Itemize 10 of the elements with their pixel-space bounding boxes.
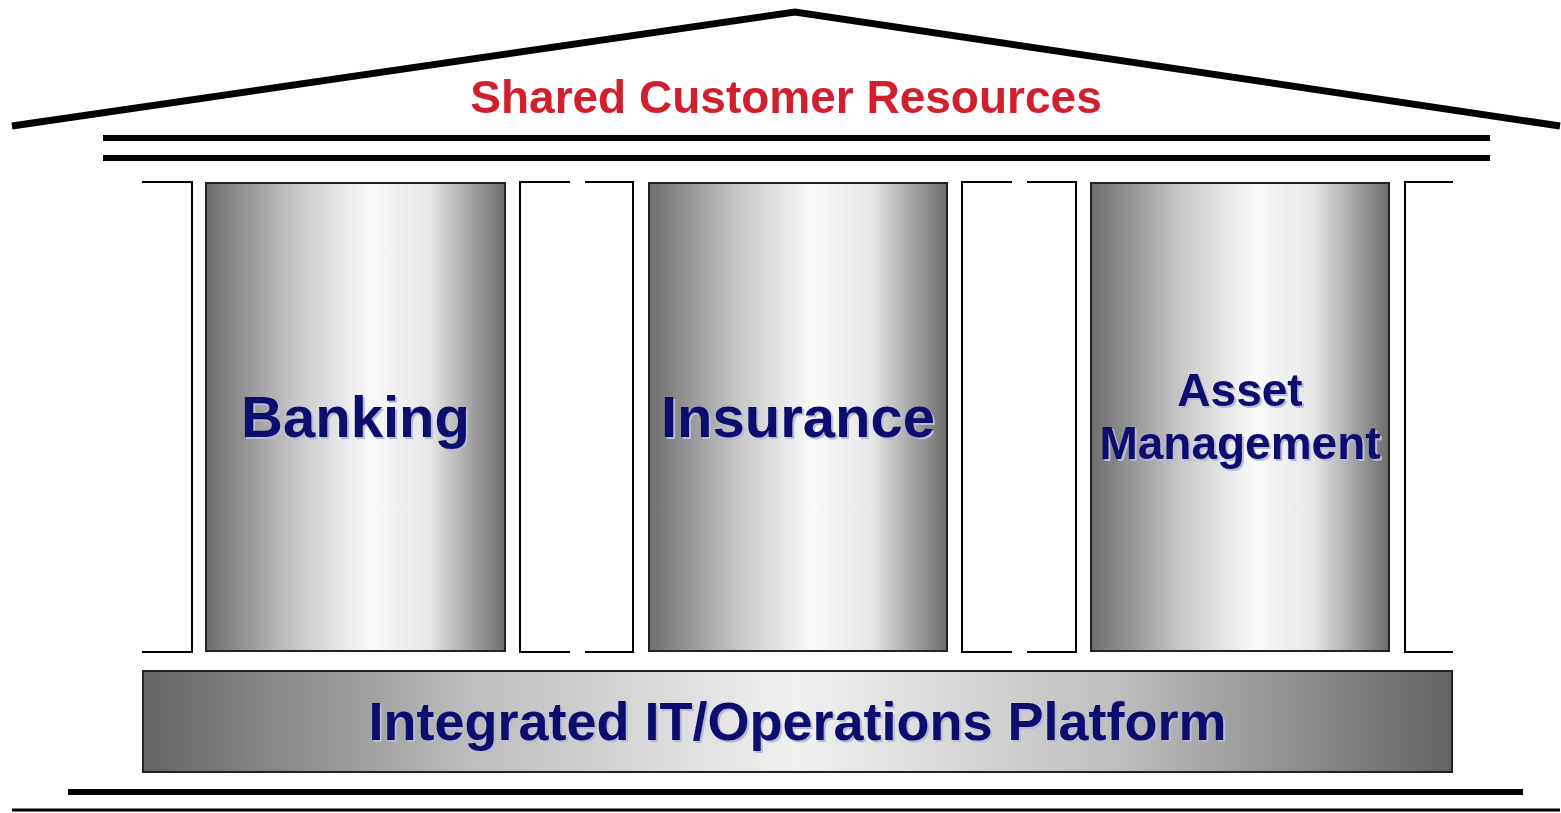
platform-base — [142, 670, 1453, 773]
pillar-label: Asset Management — [1098, 364, 1382, 470]
roof — [10, 8, 1561, 128]
platform-label: Integrated IT/Operations Platform — [368, 690, 1227, 753]
pillar — [205, 182, 506, 652]
roof-title: Shared Customer Resources — [470, 70, 1102, 124]
pillar-label: Insurance — [661, 383, 935, 451]
pillar — [1090, 182, 1390, 652]
pillar — [648, 182, 948, 652]
pillar-label: Banking — [241, 383, 470, 451]
